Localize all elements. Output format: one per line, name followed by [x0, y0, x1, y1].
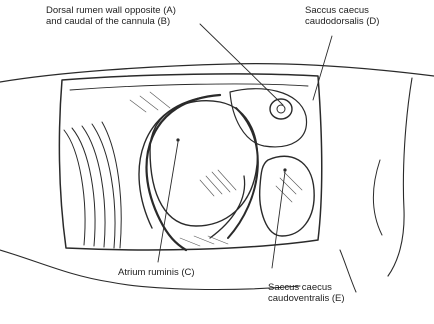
dorsal-sac-outline [230, 89, 307, 147]
label-saccus-caecus-caudodorsalis-line1: Saccus caecus [305, 6, 379, 17]
label-saccus-caecus-caudodorsalis-line2: caudodorsalis (D) [305, 17, 379, 28]
label-dorsal-rumen-wall-line1: Dorsal rumen wall opposite (A) [46, 6, 176, 17]
label-dorsal-rumen-wall: Dorsal rumen wall opposite (A) and cauda… [46, 6, 176, 27]
label-saccus-caecus-caudodorsalis: Saccus caecus caudodorsalis (D) [305, 6, 379, 27]
leader-saccus-ventralis [272, 172, 285, 268]
label-atrium-ruminis-line1: Atrium ruminis (C) [118, 268, 195, 279]
cow-flank-outline [388, 78, 412, 276]
tube-3 [228, 108, 258, 238]
ventral-sac-outline [260, 156, 314, 236]
leader-atrium [158, 142, 178, 262]
atrium-outline [150, 101, 258, 226]
label-saccus-caecus-caudoventralis: Saccus caecus caudoventralis (E) [268, 283, 345, 304]
cannula-ring [270, 99, 292, 119]
label-saccus-caecus-caudoventralis-line2: caudoventralis (E) [268, 294, 345, 305]
cannula-ring-inner [277, 105, 285, 113]
ribs [64, 122, 121, 248]
label-saccus-caecus-caudoventralis-line1: Saccus caecus [268, 283, 345, 294]
leader-dot-atrium [176, 138, 179, 141]
leader-saccus-dorsalis [313, 36, 332, 100]
label-atrium-ruminis: Atrium ruminis (C) [118, 268, 195, 279]
cow-thigh-outline [373, 160, 382, 235]
tube-1 [147, 95, 221, 250]
label-dorsal-rumen-wall-line2: and caudal of the cannula (B) [46, 17, 176, 28]
opening-inner-rim [70, 84, 308, 90]
leader-dot-ventralis [283, 168, 286, 171]
